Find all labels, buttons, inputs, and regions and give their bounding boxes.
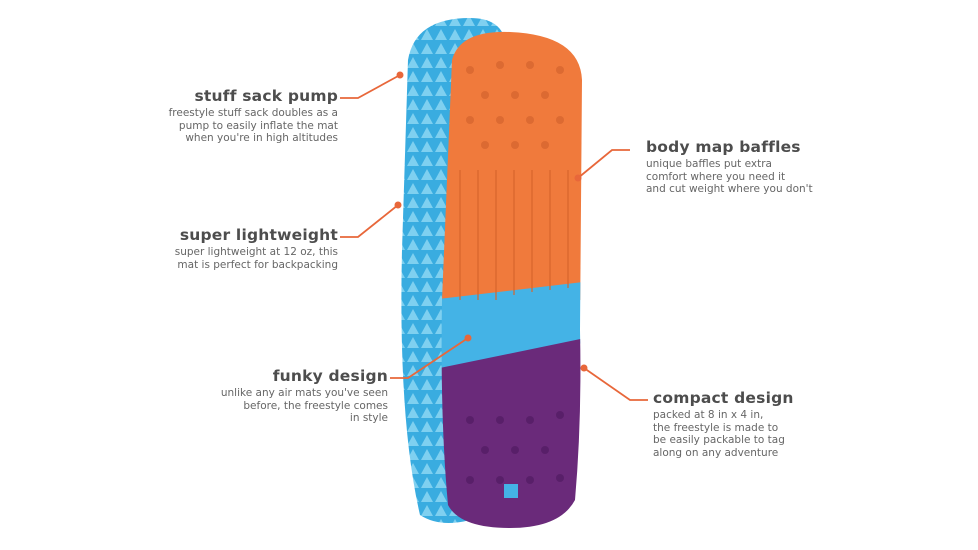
callout-text: freestyle stuff sack doubles as a pump t… — [168, 107, 338, 144]
callout-title: body map baffles — [646, 138, 801, 156]
callout-title: stuff sack pump — [194, 87, 338, 105]
callout-compact-design: compact design packed at 8 in x 4 in, th… — [653, 389, 794, 459]
callout-text: packed at 8 in x 4 in, the freestyle is … — [653, 409, 785, 459]
air-mat — [441, 31, 582, 528]
callout-body-map-baffles: body map baffles unique baffles put extr… — [646, 138, 813, 196]
callout-stuff-sack-pump: stuff sack pump freestyle stuff sack dou… — [169, 87, 338, 145]
callout-text: unlike any air mats you've seen before, … — [220, 387, 388, 424]
callout-text: super lightweight at 12 oz, this mat is … — [174, 246, 338, 271]
callout-lines — [340, 74, 648, 401]
callout-funky-design: funky design unlike any air mats you've … — [221, 367, 388, 425]
callout-super-lightweight: super lightweight super lightweight at 1… — [175, 226, 338, 271]
callout-text: unique baffles put extra comfort where y… — [646, 158, 813, 195]
callout-title: super lightweight — [179, 226, 338, 244]
callout-title: funky design — [272, 367, 388, 385]
callout-title: compact design — [653, 389, 794, 407]
